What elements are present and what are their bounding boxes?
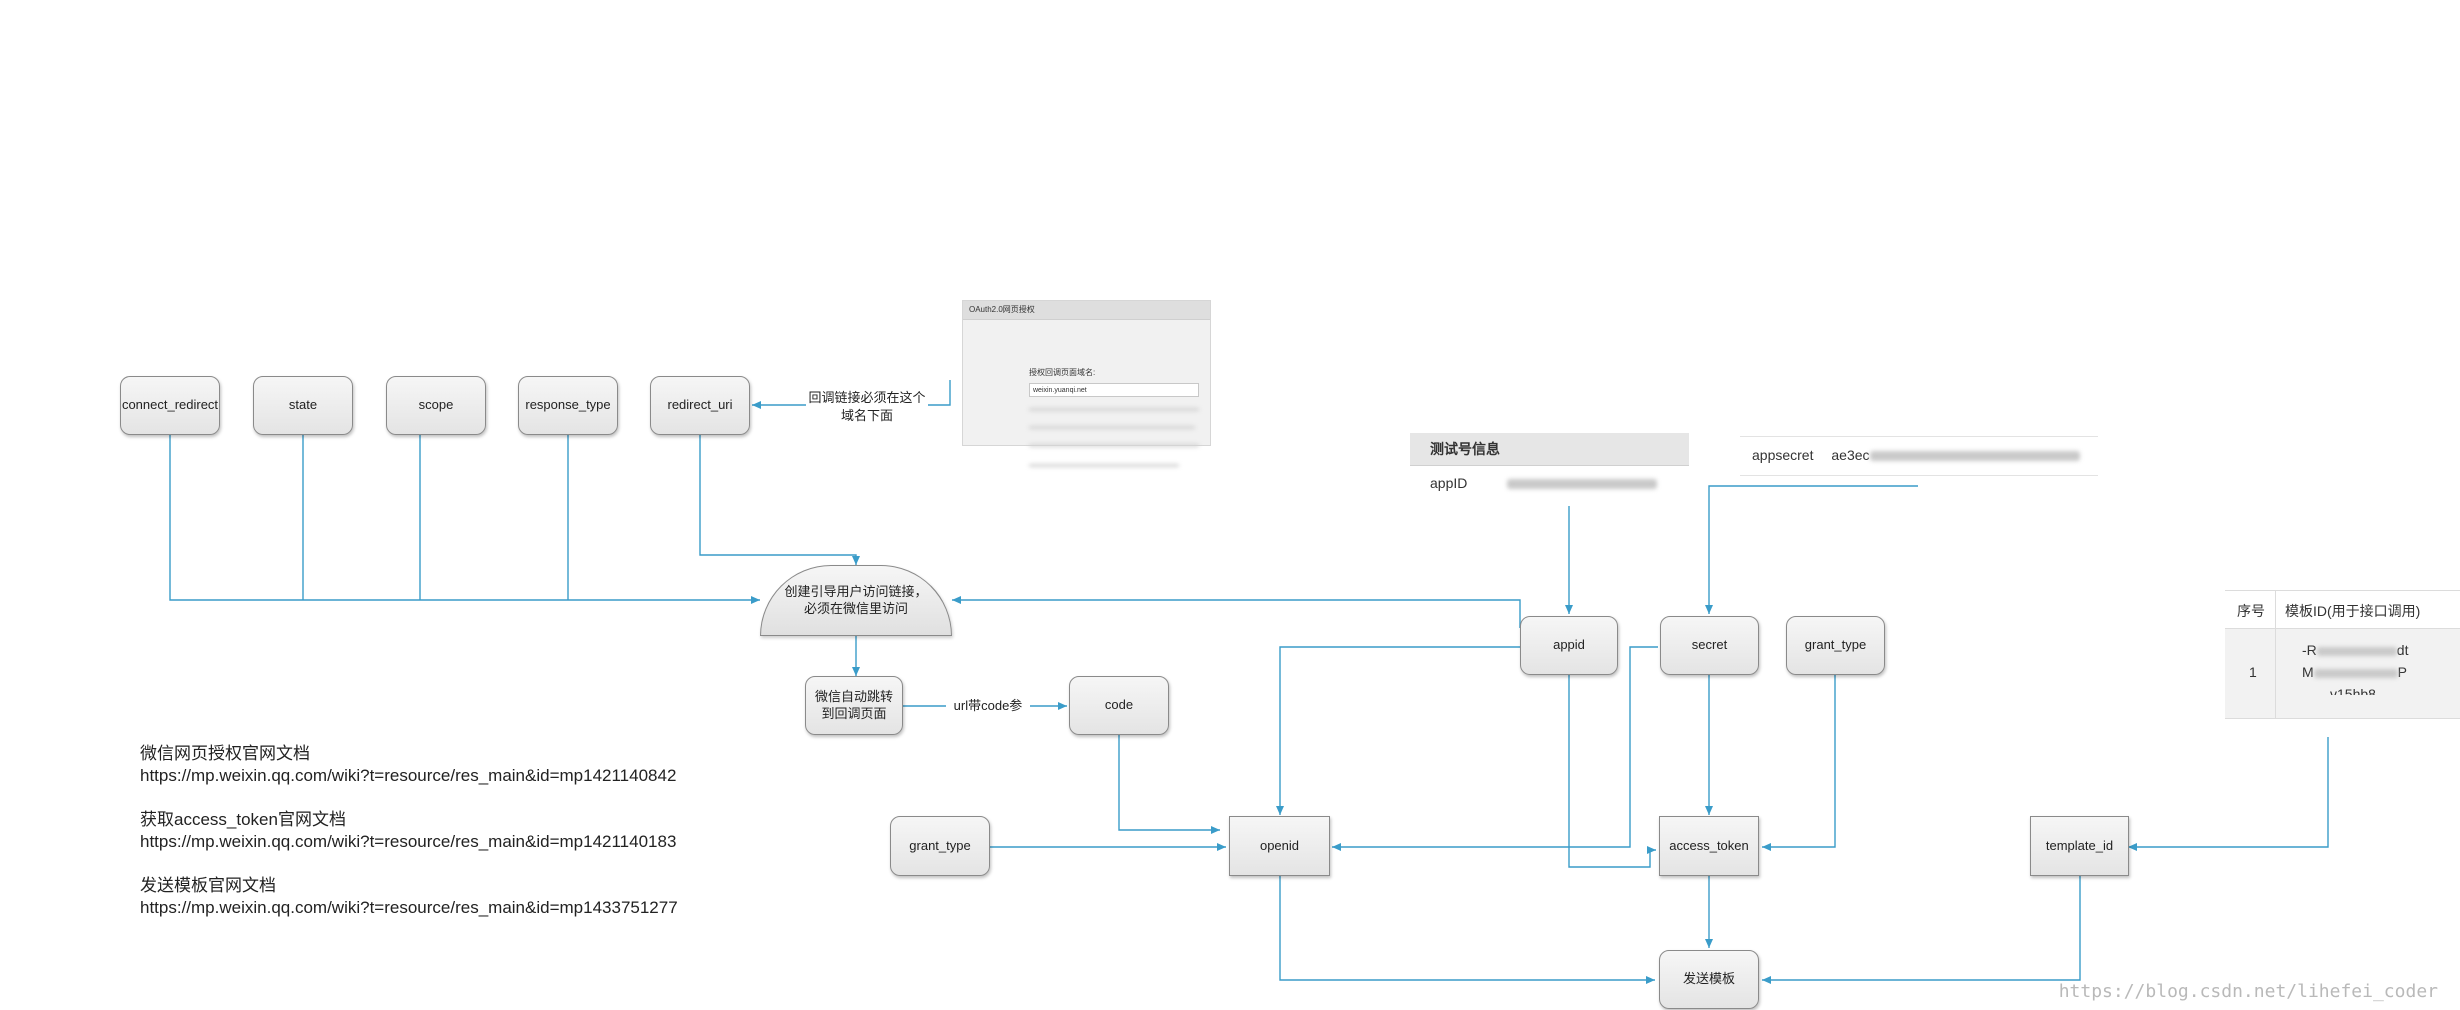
oauth-docs-title: 微信网页授权官网文档 — [140, 744, 310, 763]
node-label: template_id — [2045, 837, 2114, 853]
access-token-node: access_token — [1659, 816, 1759, 876]
redirect-uri-node: redirect_uri — [650, 376, 750, 435]
auto-jump-node: 微信自动跳转到回调页面 — [805, 676, 903, 735]
oauth-field-label: 授权回调页面域名: — [1029, 368, 1096, 377]
create-access-link-node: 创建引导用户访问链接，必须在微信里访问 — [760, 565, 952, 636]
node-label: secret — [1691, 637, 1728, 653]
node-label: grant_type — [1804, 637, 1867, 653]
test-account-screenshot: 测试号信息 appID — [1410, 433, 1689, 506]
appsecret-value-prefix: ae3ec — [1831, 447, 1870, 463]
oauth-docs-link[interactable]: https://mp.weixin.qq.com/wiki?t=resource… — [140, 766, 677, 785]
node-label: state — [288, 397, 318, 413]
node-label: code — [1104, 697, 1134, 713]
node-label: openid — [1259, 837, 1300, 853]
oauth-panel-header: OAuth2.0网页授权 — [963, 301, 1210, 320]
url-with-code-label: url带code参 — [946, 697, 1030, 715]
watermark: https://blog.csdn.net/lihefei_coder — [2058, 981, 2438, 1002]
openid-node: openid — [1229, 816, 1330, 876]
appsecret-value-redacted — [1869, 451, 2080, 462]
grant-type-left-node: grant_type — [890, 816, 990, 876]
node-label: access_token — [1669, 837, 1749, 853]
template-id-line2-end: P — [2397, 664, 2408, 680]
response-type-node: response_type — [518, 376, 618, 435]
col-template-id-header: 模板ID(用于接口调用) — [2285, 603, 2421, 619]
oauth-help-text — [1029, 403, 1201, 475]
appsecret-label: appsecret — [1752, 447, 1814, 463]
callback-domain-note: 回调链接必须在这个域名下面 — [806, 389, 928, 425]
node-label: 创建引导用户访问链接，必须在微信里访问 — [784, 584, 928, 616]
template-id-line3: v15hb8 — [2330, 686, 2376, 695]
test-account-title: 测试号信息 — [1410, 433, 1689, 466]
node-label: scope — [418, 397, 454, 413]
secret-node: secret — [1660, 616, 1759, 675]
template-id-line1-end: dt — [2396, 642, 2409, 658]
appid-label: appID — [1430, 475, 1468, 491]
appid-value-redacted — [1507, 479, 1658, 490]
code-node: code — [1069, 676, 1169, 735]
template-table-screenshot: 序号 模板ID(用于接口调用) 1 -R dt M P v15hb8 — [2225, 590, 2460, 719]
col-index-header: 序号 — [2237, 603, 2265, 619]
template-id-line1: -R — [2302, 642, 2317, 658]
template-docs-link[interactable]: https://mp.weixin.qq.com/wiki?t=resource… — [140, 898, 678, 917]
connect-redirect-node: connect_redirect — [120, 376, 220, 435]
template-id-node: template_id — [2030, 816, 2129, 876]
node-label: 微信自动跳转到回调页面 — [814, 689, 893, 721]
appsecret-screenshot: appsecret ae3ec — [1740, 436, 2098, 476]
grant-type-right-node: grant_type — [1786, 616, 1885, 675]
token-docs-link[interactable]: https://mp.weixin.qq.com/wiki?t=resource… — [140, 832, 677, 851]
template-docs-title: 发送模板官网文档 — [140, 876, 276, 895]
official-docs-list: 微信网页授权官网文档 https://mp.weixin.qq.com/wiki… — [140, 743, 678, 919]
token-docs-title: 获取access_token官网文档 — [140, 810, 346, 829]
send-template-node: 发送模板 — [1659, 950, 1759, 1009]
node-label: grant_type — [909, 837, 971, 853]
node-label: appid — [1553, 637, 1585, 653]
oauth-settings-screenshot: OAuth2.0网页授权 授权回调页面域名: weixin.yuanqi.net — [962, 300, 1211, 468]
node-label: response_type — [525, 397, 611, 413]
row-index: 1 — [2249, 664, 2257, 680]
node-label: redirect_uri — [667, 397, 733, 413]
scope-node: scope — [386, 376, 486, 435]
state-node: state — [253, 376, 353, 435]
template-id-line2: M — [2302, 664, 2314, 680]
oauth-field-value: weixin.yuanqi.net — [1029, 383, 1199, 397]
appid-node: appid — [1520, 616, 1618, 675]
node-label: 发送模板 — [1682, 971, 1735, 987]
node-label: connect_redirect — [121, 397, 219, 413]
